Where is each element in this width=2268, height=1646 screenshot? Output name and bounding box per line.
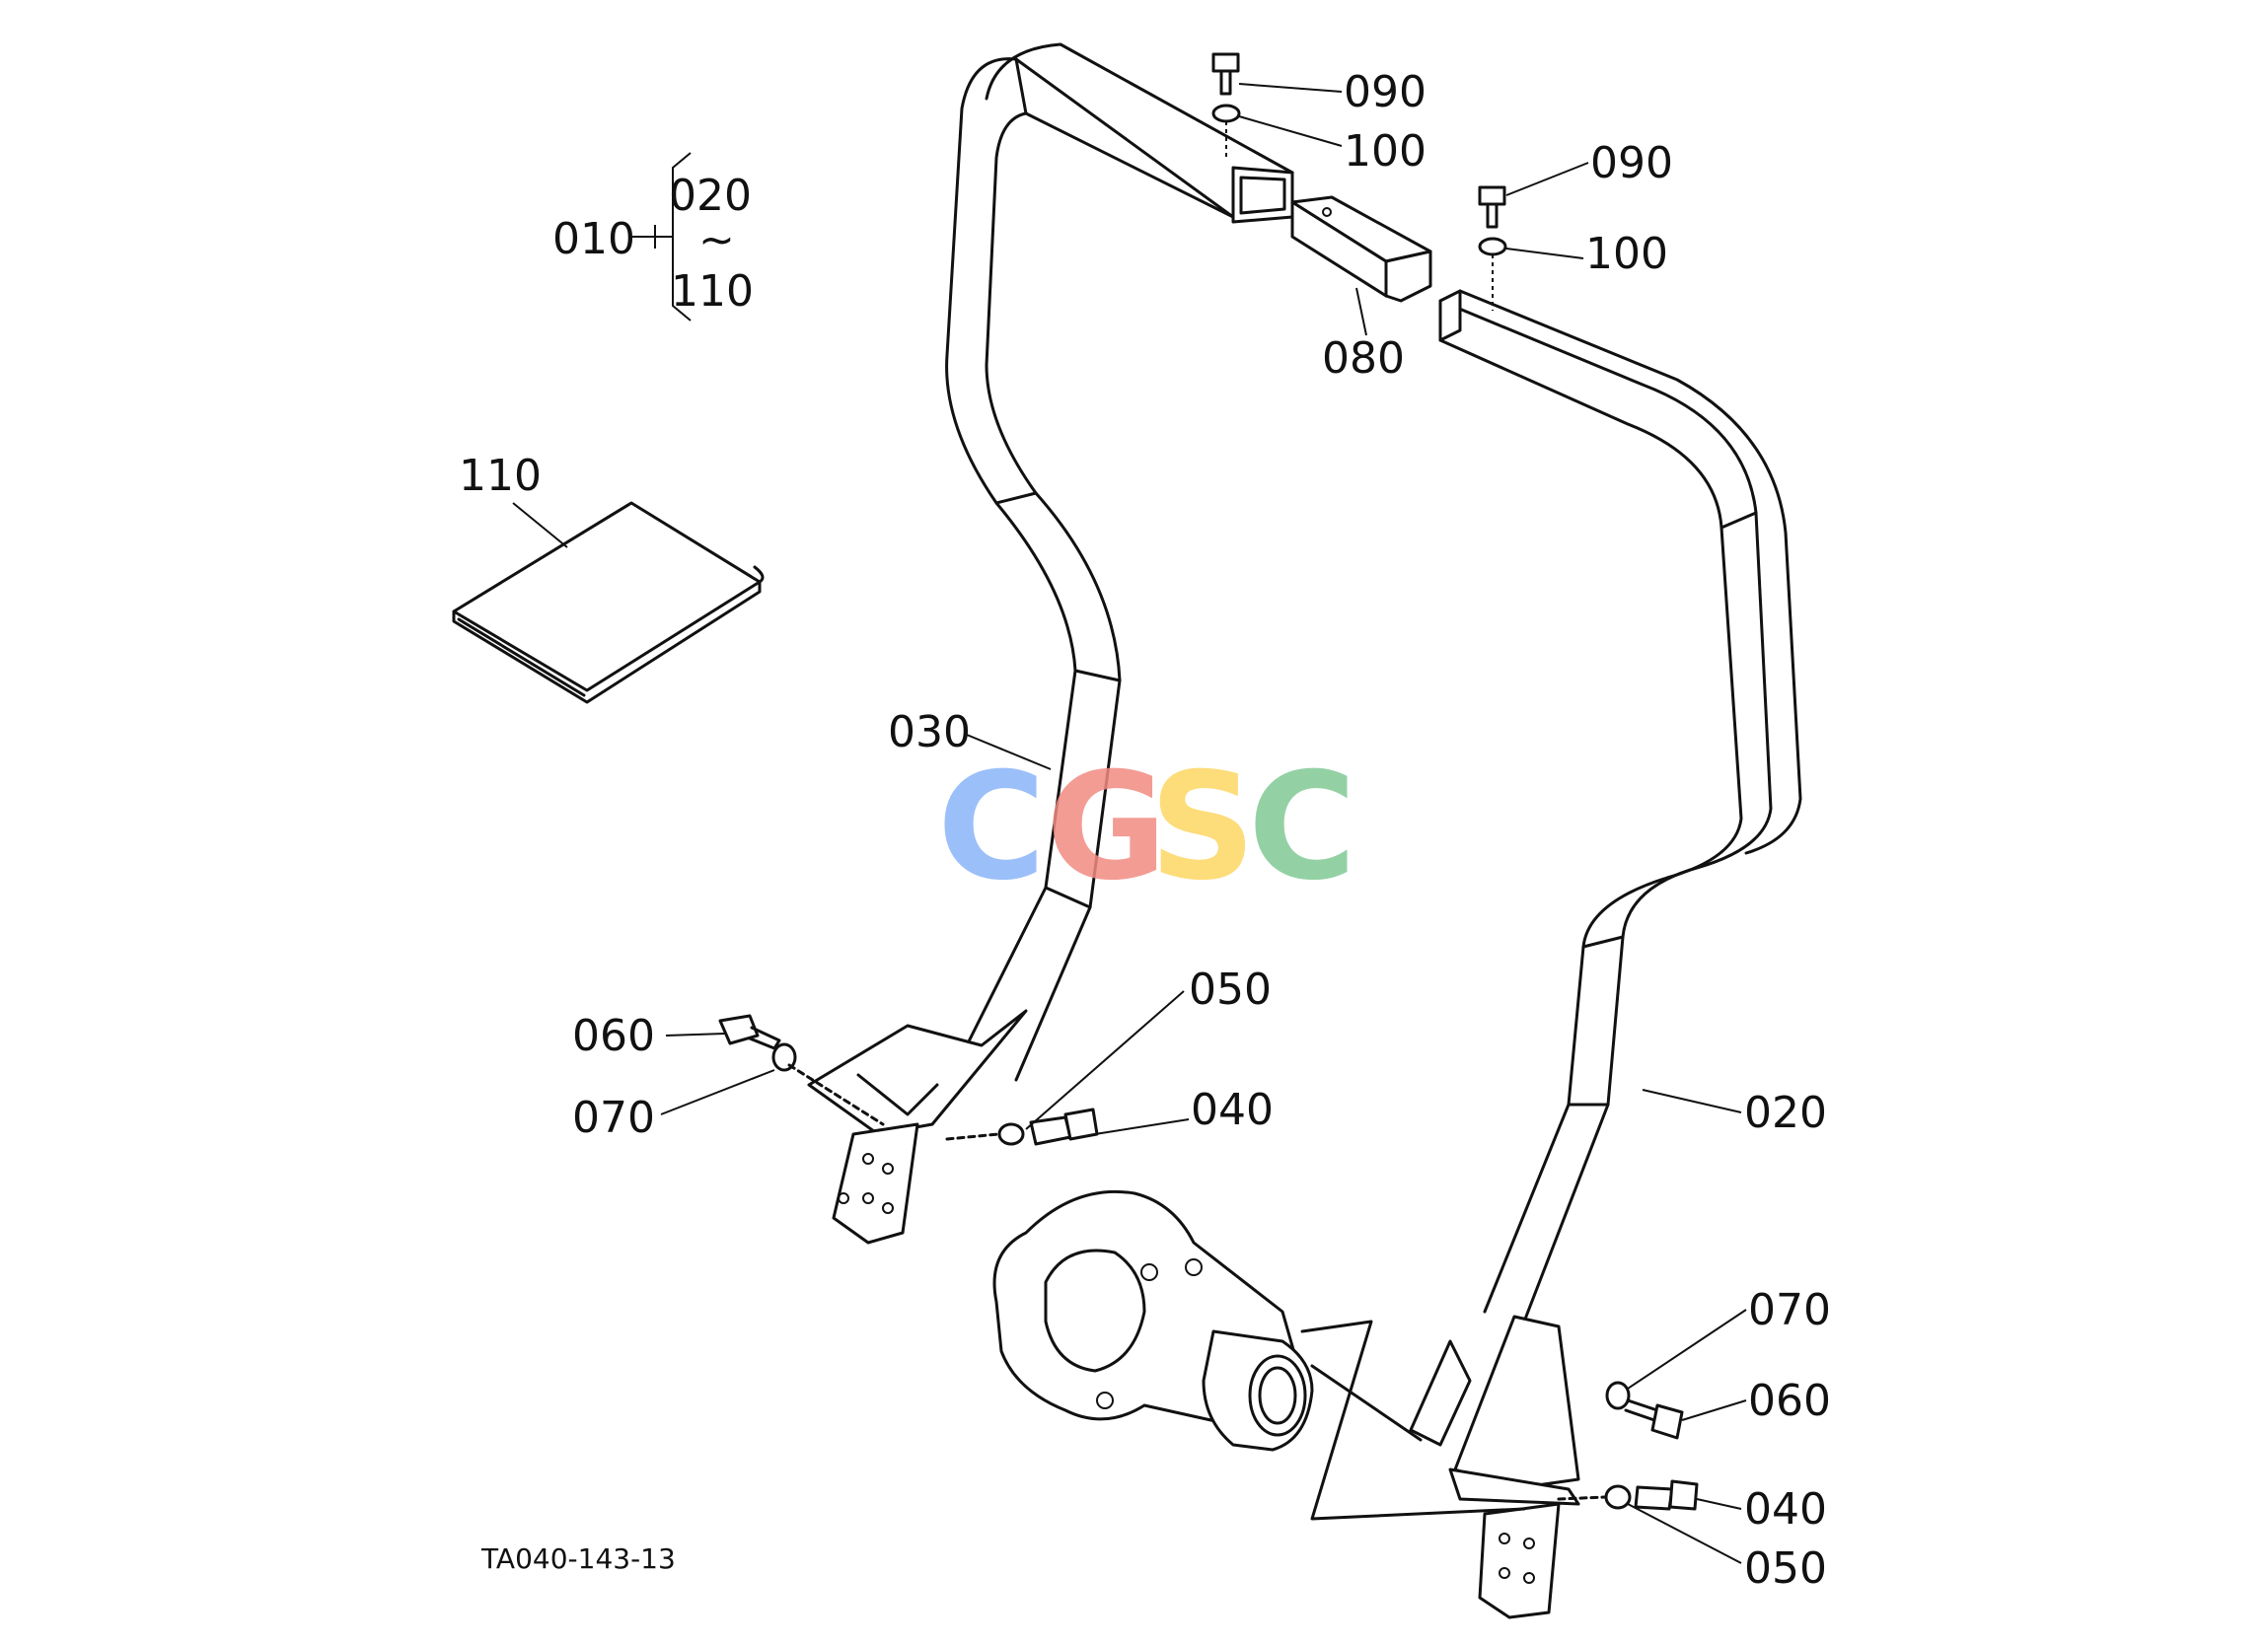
right-fasteners [1557, 1381, 1699, 1511]
label-rops-left: 030 [888, 707, 971, 757]
left-fasteners [718, 1014, 1099, 1146]
label-connector: 080 [1322, 333, 1405, 384]
watermark: C G S C [937, 742, 1356, 913]
label-top-bolt-left: 090 [1344, 67, 1427, 117]
transmission-housing [992, 1189, 1526, 1521]
label-range-end: 110 [671, 266, 754, 317]
watermark-letter: C [1248, 742, 1356, 913]
top-fasteners [1211, 52, 1507, 311]
connector-part [1290, 195, 1432, 303]
label-manual: 110 [459, 451, 542, 501]
label-assembly: 010 [552, 214, 635, 264]
label-top-bolt-right: 090 [1590, 138, 1673, 188]
watermark-letter: G [1046, 742, 1167, 913]
label-top-washer-left: 100 [1344, 126, 1427, 177]
rops-frame-left [945, 42, 1294, 1087]
drawing-code: TA040-143-13 [480, 1542, 676, 1575]
label-bolt-left: 040 [1191, 1085, 1274, 1135]
label-rops-right: 020 [1744, 1088, 1827, 1138]
watermark-letter: S [1149, 742, 1256, 913]
label-washer-small-left: 070 [572, 1093, 655, 1143]
watermark-letter: C [937, 742, 1046, 913]
leader-lines [512, 83, 1747, 1564]
label-bolt-small-right: 060 [1748, 1376, 1831, 1426]
label-washer-right: 050 [1744, 1543, 1827, 1594]
rops-frame-right [1438, 289, 1802, 1324]
right-foot-bracket [1409, 1315, 1580, 1619]
operator-manual [452, 501, 765, 704]
label-top-washer-right: 100 [1585, 229, 1668, 279]
part-labels: 010 020 ~ 110 110 090 100 090 100 080 03… [459, 67, 1831, 1594]
left-foot-bracket [807, 1009, 1028, 1245]
label-washer-small-right: 070 [1748, 1285, 1831, 1335]
label-range-tilde: ~ [698, 215, 735, 265]
label-range-start: 020 [669, 171, 752, 221]
label-bolt-small-left: 060 [572, 1011, 655, 1061]
label-washer-left: 050 [1189, 965, 1272, 1015]
label-bolt-right: 040 [1744, 1484, 1827, 1535]
